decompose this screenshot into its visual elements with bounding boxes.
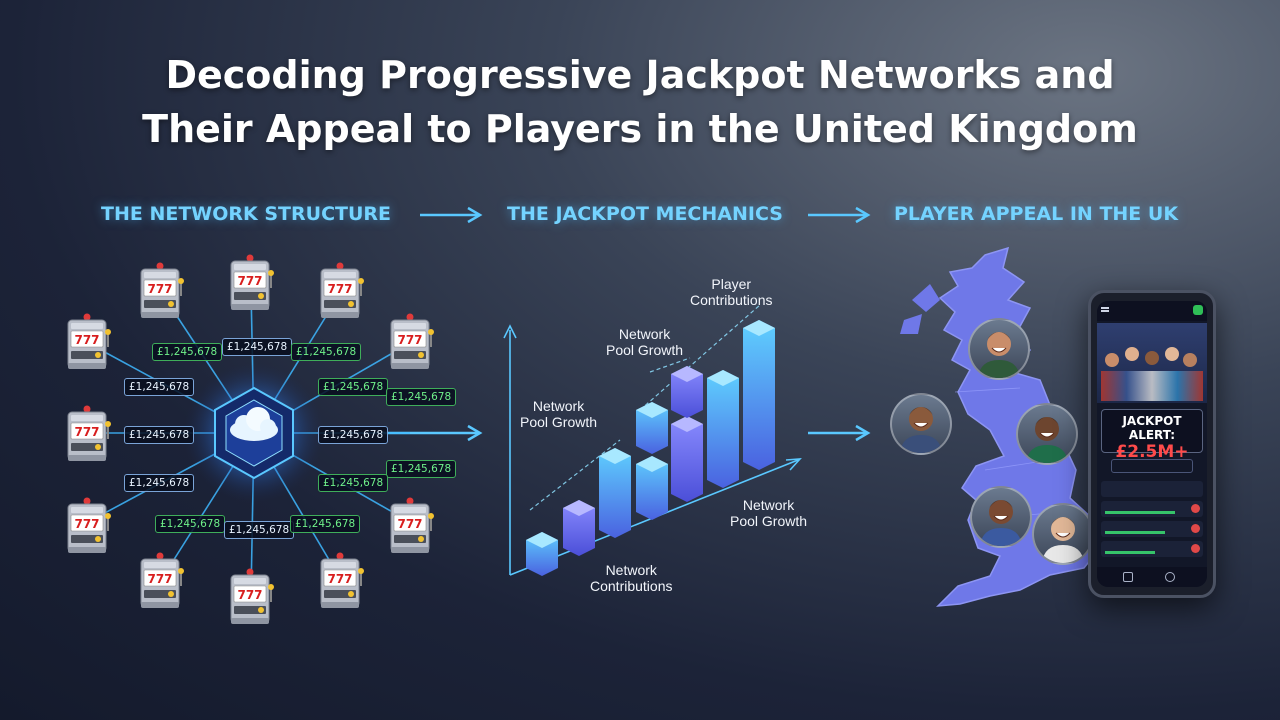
chart-bar-7 [743, 320, 775, 470]
chart-bar-6 [707, 370, 739, 488]
svg-text:777: 777 [147, 572, 172, 586]
svg-text:777: 777 [237, 274, 262, 288]
list-item[interactable] [1101, 541, 1203, 557]
step-network-structure: THE NETWORK STRUCTURE [101, 203, 392, 225]
slot-machine-icon: 777 [65, 497, 111, 555]
slot-machine-icon: 777 [138, 552, 184, 610]
slot-machine-icon: 777 [318, 262, 364, 320]
profile-icon[interactable] [1165, 572, 1175, 582]
play-button[interactable] [1111, 459, 1193, 473]
price-tag: £1,245,678 [155, 515, 226, 533]
svg-text:777: 777 [327, 572, 352, 586]
svg-text:777: 777 [147, 282, 172, 296]
step-arrow-1 [420, 206, 483, 224]
chart-bar-4 [636, 402, 668, 520]
slot-machine-icon: 777 [65, 313, 111, 371]
svg-text:777: 777 [74, 425, 99, 439]
price-tag: £1,245,678 [224, 521, 295, 539]
player-avatar [890, 393, 952, 455]
menu-icon[interactable] [1101, 307, 1109, 309]
chart-bars [526, 320, 775, 576]
slot-machine-icon: 777 [65, 405, 111, 463]
cloud-icon [230, 407, 278, 441]
phone-screen: JACKPOT ALERT: £2.5M+ [1097, 301, 1207, 587]
chart-trend-arrows [529, 304, 761, 511]
svg-text:777: 777 [237, 588, 262, 602]
chart-bar-3 [599, 448, 631, 538]
list-item[interactable] [1101, 501, 1203, 517]
title-line-2: Their Appeal to Players in the United Ki… [142, 107, 1138, 151]
phone: JACKPOT ALERT: £2.5M+ [1088, 290, 1216, 598]
step-arrow-2 [808, 206, 871, 224]
slot-machine-icon: 777 [138, 262, 184, 320]
jackpot-alert-value: £2.5M+ [1115, 442, 1189, 462]
chart-bar-2 [563, 500, 595, 556]
jackpot-alert-title: JACKPOT ALERT: [1122, 414, 1182, 442]
chart-bar-1 [526, 532, 558, 576]
title-line-1: Decoding Progressive Jackpot Networks an… [165, 53, 1115, 97]
slot-machine-icon: 777 [388, 313, 434, 371]
price-tag: £1,245,678 [222, 338, 293, 356]
svg-text:777: 777 [397, 517, 422, 531]
price-tag: £1,245,678 [386, 460, 457, 478]
svg-text:777: 777 [327, 282, 352, 296]
price-tag: £1,245,678 [386, 388, 457, 406]
page-title: Decoding Progressive Jackpot Networks an… [0, 48, 1280, 156]
wallet-icon[interactable] [1193, 305, 1203, 315]
bottom-nav [1097, 567, 1207, 587]
network-hub [184, 363, 324, 503]
price-tag: £1,245,678 [318, 474, 389, 492]
list-item[interactable] [1101, 521, 1203, 537]
svg-text:777: 777 [74, 333, 99, 347]
flow-arrow-2 [808, 424, 871, 442]
step-player-appeal: PLAYER APPEAL IN THE UK [894, 203, 1179, 225]
chart-bar-5 [671, 366, 703, 502]
player-avatar [970, 486, 1032, 548]
svg-text:777: 777 [397, 333, 422, 347]
player-avatar [968, 318, 1030, 380]
price-tag: £1,245,678 [124, 378, 195, 396]
svg-text:777: 777 [74, 517, 99, 531]
slot-machine-icon: 777 [388, 497, 434, 555]
player-avatar [1032, 503, 1094, 565]
price-tag: £1,245,678 [290, 515, 361, 533]
app-header [1097, 301, 1207, 321]
price-tag: £1,245,678 [124, 426, 195, 444]
slot-machine-icon: 777 [228, 254, 274, 312]
price-tag: £1,245,678 [318, 378, 389, 396]
step-jackpot-mechanics: THE JACKPOT MECHANICS [507, 203, 783, 225]
list-item[interactable] [1101, 481, 1203, 497]
price-tag: £1,245,678 [124, 474, 195, 492]
jackpot-alert: JACKPOT ALERT: £2.5M+ [1101, 409, 1203, 462]
slot-machine-icon: 777 [228, 568, 274, 626]
slot-machine-icon: 777 [318, 552, 364, 610]
price-tag: £1,245,678 [291, 343, 362, 361]
player-avatar [1016, 403, 1078, 465]
celebrating-players-banner [1097, 323, 1207, 403]
price-tag: £1,245,678 [318, 426, 389, 444]
price-tag: £1,245,678 [152, 343, 223, 361]
home-icon[interactable] [1123, 572, 1133, 582]
